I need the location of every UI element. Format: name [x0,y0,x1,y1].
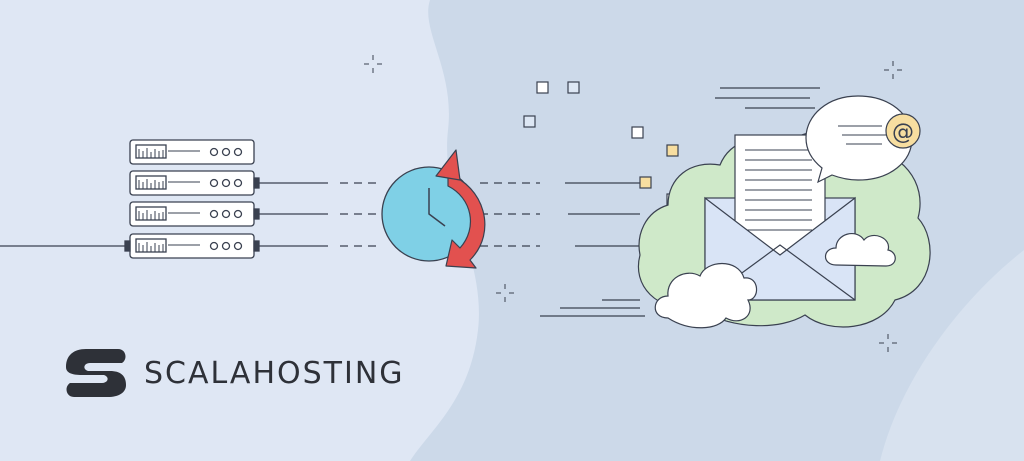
letter-lines [745,149,812,231]
brand-name: SCALAHOSTING [144,355,405,391]
server-unit [129,170,260,196]
server-unit [129,139,255,165]
server-rack-icon [124,139,260,259]
cloud-icon [824,232,896,267]
chat-bubble-icon: @ [805,95,921,184]
sparkle-icon [884,61,902,79]
sync-clock-icon [381,149,486,269]
scalahosting-s-logo-icon [66,349,126,397]
brand-logo: SCALAHOSTING [62,345,405,401]
at-symbol: @ [892,120,914,145]
cloud-icon [654,263,758,329]
at-badge [885,113,921,149]
connection-lines [0,87,820,317]
server-unit [124,233,260,259]
sync-arrow [445,173,486,269]
background-blob-light [880,250,1024,461]
sparkle-icon [496,284,514,302]
sparkle-icon [879,334,897,352]
sync-arrow-head [435,149,461,181]
server-unit [129,201,260,227]
sparkle-icon [364,55,382,73]
clock-hands [428,188,446,227]
